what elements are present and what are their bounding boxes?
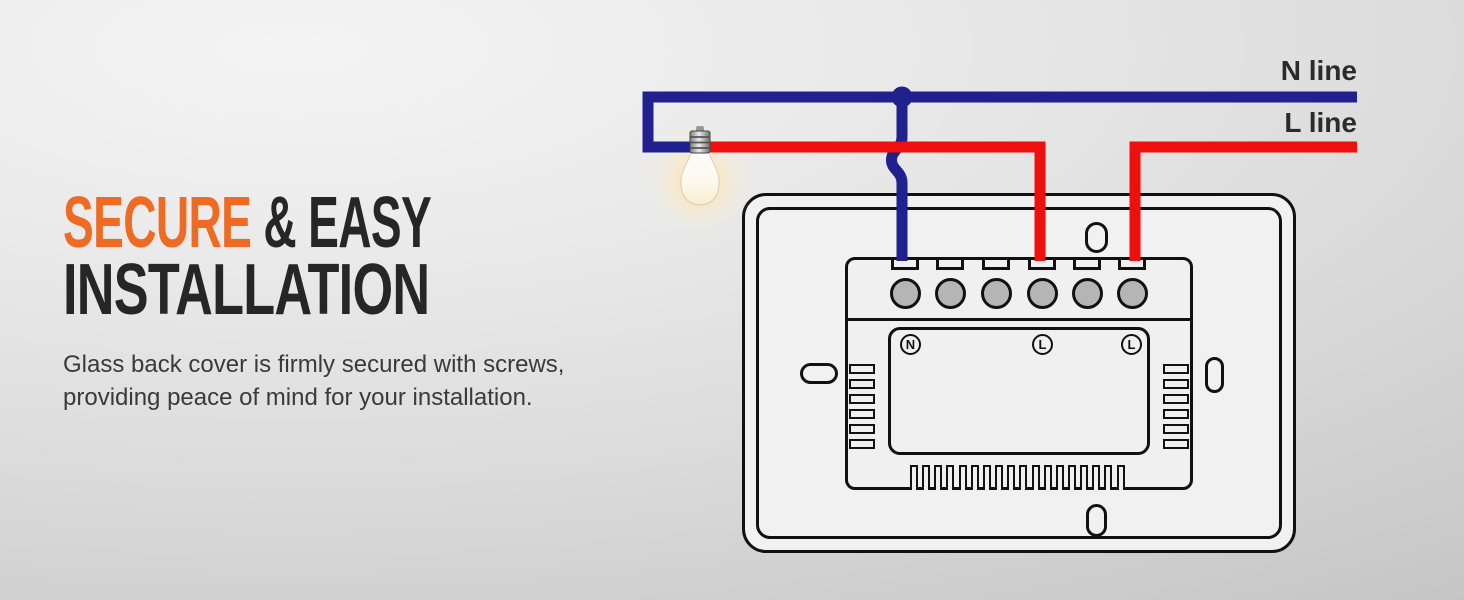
terminal-notch (1073, 260, 1101, 270)
terminal-notch (891, 260, 919, 270)
heatsink-fin (1163, 364, 1189, 374)
l-line-lamp-wire (710, 141, 1046, 261)
terminal-screw (1026, 278, 1058, 309)
screw-slot-bottom (1086, 504, 1107, 537)
heatsink-fin (849, 379, 875, 389)
terminal-screw (980, 278, 1012, 309)
n-line-wire (642, 91, 1357, 153)
vent-bar (910, 465, 918, 490)
vent-bar (970, 465, 979, 490)
terminal-notch (936, 260, 964, 270)
heatsink-fin (1163, 439, 1189, 449)
vent-bar (1116, 465, 1125, 490)
vent-bar (995, 465, 1004, 490)
bulb-cap-threads (690, 136, 710, 149)
terminal-notch (1118, 260, 1146, 270)
module-divider-line (845, 318, 1193, 321)
bulb-body (680, 151, 720, 206)
vent-bar (934, 465, 943, 490)
vent-bar (1104, 465, 1113, 490)
terminal-label-l2: L (1121, 334, 1142, 355)
heatsink-fin (849, 409, 875, 419)
vent-bar (958, 465, 967, 490)
terminal-screw (934, 278, 966, 309)
heatsink-fin (849, 364, 875, 374)
heatsink-fin (1163, 424, 1189, 434)
n-line-drop-wire (885, 97, 908, 261)
terminal-screw (1071, 278, 1103, 309)
heatsink-fin (849, 424, 875, 434)
screw-slot-right (1205, 357, 1224, 393)
vent-bar (1067, 465, 1076, 490)
vent-bar (1019, 465, 1028, 490)
heatsink-fin (1163, 409, 1189, 419)
heatsink-fin (1163, 394, 1189, 404)
vent-bar (946, 465, 955, 490)
vent-bar (1043, 465, 1052, 490)
heatsink-fin (849, 439, 875, 449)
terminal-notch (1028, 260, 1056, 270)
vent-bar (1031, 465, 1040, 490)
screw-slot-left (800, 363, 838, 384)
terminal-screw (1116, 278, 1148, 309)
wall-plate-inner-line (756, 207, 1282, 539)
screw-slot-top (1085, 222, 1108, 253)
vent-bar (1007, 465, 1016, 490)
vent-bar (1055, 465, 1064, 490)
vent-bar (982, 465, 991, 490)
vent-bar (922, 465, 931, 490)
terminal-screw (889, 278, 921, 309)
vent-bar (1080, 465, 1089, 490)
terminal-label-l1: L (1032, 334, 1053, 355)
heatsink-fin (1163, 379, 1189, 389)
terminal-label-box (888, 327, 1150, 455)
terminal-label-n: N (900, 334, 921, 355)
vent-bar (1092, 465, 1101, 490)
light-bulb (680, 126, 720, 206)
heatsink-fin (849, 394, 875, 404)
terminal-notch (982, 260, 1010, 270)
l-line-supply-wire (1129, 141, 1357, 261)
